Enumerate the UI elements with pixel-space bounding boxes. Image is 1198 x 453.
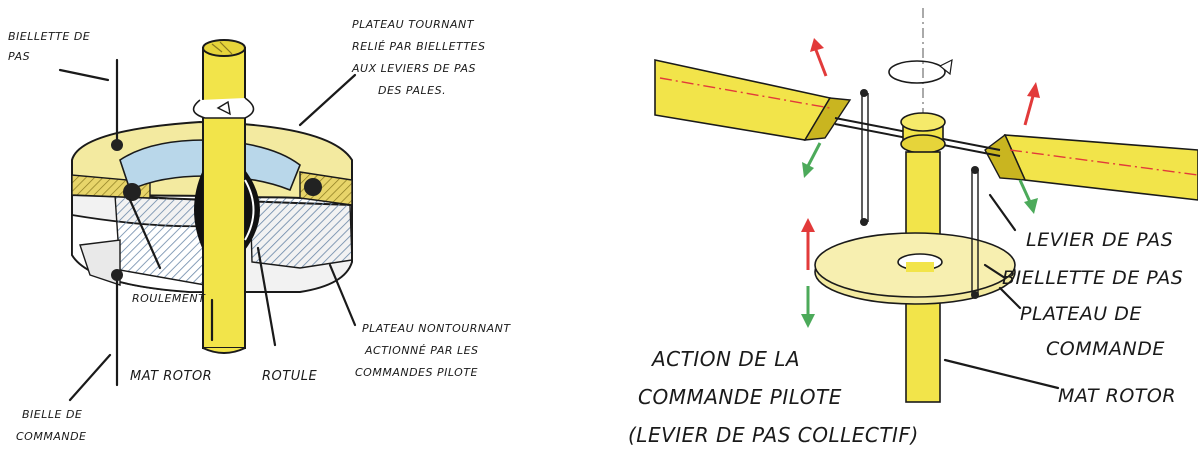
label-action-commande-pilote: ACTION DE LA COMMANDE PILOTE (LEVIER DE … [628, 347, 919, 447]
leader-biellette-pas-right [983, 263, 1007, 280]
green-down-arrows [801, 142, 1038, 328]
label-biellette-pas: BIELLETTE DE PAS [8, 30, 94, 63]
leader-mat-rotor-right [943, 358, 1060, 390]
label-roulement: ROULEMENT [132, 292, 206, 305]
label-mat-rotor-right: MAT ROTOR [1058, 385, 1176, 407]
rotule-ball [194, 170, 260, 250]
blade-left [654, 59, 852, 141]
label-plateau-commande: PLATEAU DE COMMANDE [1020, 303, 1165, 360]
red-up-arrows [801, 38, 1040, 270]
rotor-mast-left [202, 39, 246, 354]
leader-plateau-nontournant [328, 263, 357, 327]
label-biellette-pas-right: BIELLETTE DE PAS [1002, 267, 1183, 289]
rotor-hub [900, 112, 946, 154]
label-levier-pas: LEVIER DE PAS [1026, 229, 1173, 251]
control-plate [814, 232, 1016, 305]
leader-biellette [58, 68, 110, 82]
rotation-arrow-top-icon [888, 58, 953, 84]
leader-bielle-commande [68, 353, 112, 402]
leader-plateau-tournant [298, 73, 357, 127]
bearing-ball-left [123, 183, 141, 201]
rotor-head-diagram: LEVIER DE PAS BIELLETTE DE PAS PLATEAU D… [628, 8, 1198, 447]
bearing-ball-right [304, 178, 322, 196]
label-plateau-nontournant: PLATEAU NONTOURNANT ACTIONNÉ PAR LES COM… [355, 322, 515, 379]
leader-plateau-commande [998, 286, 1022, 310]
cutaway-swashplate: BIELLETTE DE PAS PLATEAU TOURNANT RELIÉ … [8, 18, 515, 443]
leader-roulement [128, 198, 162, 270]
leader-rotule [256, 246, 277, 347]
label-mat-rotor-left: MAT ROTOR [130, 369, 212, 384]
label-plateau-tournant: PLATEAU TOURNANT RELIÉ PAR BIELLETTES AU… [351, 18, 489, 97]
leader-levier-pas [988, 193, 1017, 232]
pitch-links [860, 89, 979, 299]
label-bielle-commande: BIELLE DE COMMANDE [16, 408, 87, 443]
label-rotule: ROTULE [262, 369, 317, 384]
blade-right [984, 133, 1198, 201]
